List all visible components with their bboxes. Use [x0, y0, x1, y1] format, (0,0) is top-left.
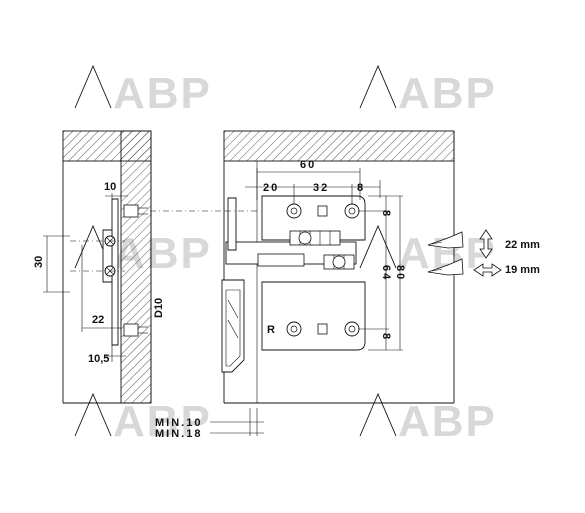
watermark-top-left: ABP [74, 64, 212, 118]
min-label-18: MIN.18 [155, 428, 202, 440]
side-wall-hatch [120, 130, 152, 404]
dim-vertical-30: 30 [33, 256, 45, 268]
screwdriver-icon [427, 231, 464, 249]
dim-bottom-offset: 8 [380, 333, 392, 339]
adjustment-legend: 22 mm 19 mm [427, 229, 540, 277]
dim-drill: D10 [153, 298, 165, 318]
right-top-board [223, 130, 455, 162]
svg-text:ABP: ABP [113, 69, 212, 118]
horizontal-arrow-icon [473, 263, 502, 277]
dim-top-offset: 8 [380, 210, 392, 216]
dim-seg-2: 32 [313, 182, 329, 194]
min-label-10: MIN.10 [155, 417, 202, 429]
dim-seg-1: 20 [263, 182, 279, 194]
screwdriver-icon [427, 258, 464, 276]
svg-text:ABP: ABP [398, 397, 497, 446]
hinge-plate-front: R [225, 195, 366, 351]
left-view: 10 30 22 D10 10,5 [33, 130, 225, 404]
adjustment-lateral: 19 mm [505, 264, 540, 276]
right-view: R 60 [221, 130, 455, 404]
dim-bottom-inner: 22 [92, 314, 104, 326]
svg-text:ABP: ABP [398, 69, 497, 118]
watermark-logos: ABP ABP ABP ABP ABP ABP [74, 64, 497, 446]
mounting-plate-side [102, 198, 148, 346]
dim-seg-3: 8 [357, 182, 365, 194]
min-dimensions: MIN.10 MIN.18 [155, 408, 264, 440]
watermark-top-right: ABP [359, 64, 497, 118]
dim-total-width: 60 [300, 159, 316, 171]
dim-bottom: 10,5 [88, 353, 109, 365]
side-mark: R [267, 324, 275, 336]
vertical-arrow-icon [479, 229, 493, 259]
dim-height: 80 [394, 265, 406, 281]
dim-top: 10 [104, 181, 116, 193]
adjustment-vertical: 22 mm [505, 239, 540, 251]
watermark-bottom-right: ABP [359, 392, 497, 446]
dim-hole-spacing: 64 [380, 265, 392, 281]
hinge-side-profile [221, 197, 245, 373]
svg-text:ABP: ABP [113, 397, 212, 446]
watermark-bottom-left: ABP [74, 392, 212, 446]
